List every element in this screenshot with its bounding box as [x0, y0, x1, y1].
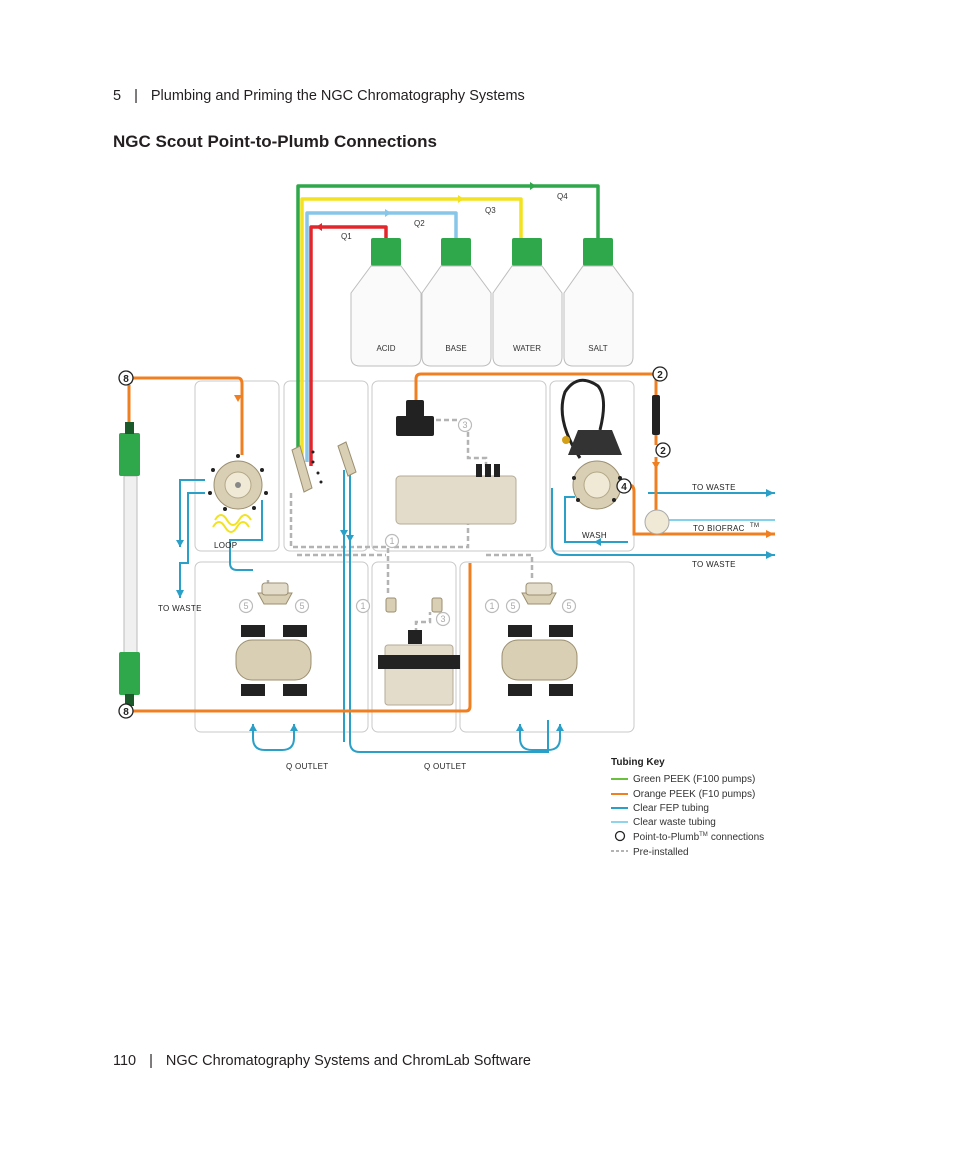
marker-1-right: 1 — [489, 601, 494, 611]
orange-arrows — [234, 395, 774, 538]
bottle-acid — [350, 238, 422, 367]
q1-label: Q1 — [341, 232, 352, 241]
marker-8-bottom: 8 — [123, 707, 129, 718]
uv-detector — [395, 400, 517, 525]
fep-tubing — [179, 470, 775, 753]
sample-loop — [212, 514, 252, 533]
key-label-green: Green PEEK (F100 pumps) — [633, 774, 755, 785]
marker-5-b: 5 — [299, 601, 304, 611]
footer-separator: | — [149, 1053, 153, 1069]
q3-line — [300, 197, 523, 458]
key-label-waste: Clear waste tubing — [633, 817, 716, 828]
page-header: 5 | Plumbing and Priming the NGC Chromatog… — [113, 88, 525, 104]
tubing-key-title: Tubing Key — [611, 757, 665, 768]
loop-label: LOOP — [214, 541, 237, 550]
to-waste-label-top: TO WASTE — [692, 483, 736, 492]
inlet-arrows — [316, 182, 536, 231]
marker-3-mixer: 3 — [440, 614, 445, 624]
chapter-number: 5 — [113, 88, 122, 104]
fep-arrows — [176, 489, 774, 731]
bottles — [350, 238, 634, 367]
to-waste-label-left: TO WASTE — [158, 604, 202, 613]
marker-1-left: 1 — [360, 601, 365, 611]
inject-valve — [208, 454, 268, 533]
point-to-plumb-icon — [614, 830, 626, 842]
marker-5-d: 5 — [566, 601, 571, 611]
footer-title: NGC Chromatography Systems and ChromLab … — [165, 1053, 531, 1069]
q4-line — [296, 184, 600, 455]
pump-right — [501, 582, 578, 696]
bottle-salt — [563, 238, 634, 367]
to-biofrac-label: TO BIOFRAC — [693, 524, 745, 533]
inlet-lines — [296, 184, 600, 466]
pump-left — [235, 582, 312, 696]
tubing-key: Tubing Key Green PEEK (F100 pumps) Orang… — [611, 757, 764, 858]
page-number: 110 — [113, 1053, 137, 1069]
connection-markers — [118, 366, 671, 719]
marker-3-uv: 3 — [462, 420, 467, 430]
chapter-title: Plumbing and Priming the NGC Chromatogra… — [150, 88, 525, 104]
column — [119, 385, 140, 711]
fraction-valve — [644, 509, 670, 535]
bottle-label-water: WATER — [513, 344, 541, 353]
ph-valve — [560, 378, 660, 510]
marker-4: 4 — [621, 482, 627, 493]
q4-label: Q4 — [557, 192, 568, 201]
bottle-base — [421, 238, 492, 367]
bottle-label-base: BASE — [445, 344, 466, 353]
bottle-water — [492, 238, 563, 367]
q-outlet-label-right: Q OUTLET — [424, 762, 466, 771]
marker-1-center: 1 — [389, 536, 394, 546]
marker-5-c: 5 — [510, 601, 515, 611]
marker-2-top: 2 — [657, 370, 663, 381]
wash-label: WASH — [582, 531, 607, 540]
q2-line — [305, 211, 458, 462]
q3-label: Q3 — [485, 206, 496, 215]
q-outlet-label-left: Q OUTLET — [286, 762, 328, 771]
to-waste-label-bottom: TO WASTE — [692, 560, 736, 569]
section-title: NGC Scout Point-to-Plumb Connections — [113, 132, 437, 151]
key-label-orange: Orange PEEK (F10 pumps) — [633, 789, 755, 800]
marker-2-bottom: 2 — [660, 446, 666, 457]
marker-8-top: 8 — [123, 374, 129, 385]
key-label-preinstalled: Pre-installed — [633, 847, 689, 858]
key-label-fep: Clear FEP tubing — [633, 803, 709, 814]
q1-line — [309, 225, 388, 466]
marker-5-a: 5 — [243, 601, 248, 611]
header-separator: | — [134, 88, 138, 104]
bottle-label-salt: SALT — [588, 344, 608, 353]
to-biofrac-tm: TM — [750, 523, 759, 529]
inlet-valves — [291, 441, 357, 493]
bottle-label-acid: ACID — [376, 344, 395, 353]
page-footer: 110 | NGC Chromatography Systems and Chrom… — [113, 1053, 531, 1069]
mixer — [378, 597, 460, 706]
q2-label: Q2 — [414, 219, 425, 228]
